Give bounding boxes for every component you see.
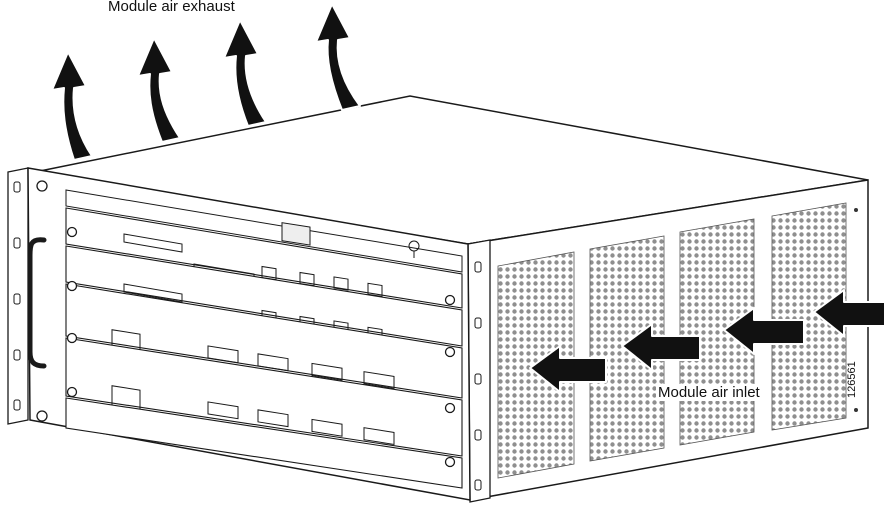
ground-symbol-icon xyxy=(408,240,420,258)
inlet-label: Module air inlet xyxy=(656,384,762,401)
inlet-arrow-icon xyxy=(813,289,885,337)
right-rack-ear xyxy=(467,239,491,503)
thumbscrew-icon xyxy=(66,386,78,398)
module-slot-4 xyxy=(65,337,463,457)
inlet-arrow-icon xyxy=(529,345,607,393)
thumbscrew-icon xyxy=(444,294,456,306)
curved-exhaust-arrow-icon xyxy=(51,51,93,161)
thumbscrew-icon xyxy=(444,456,456,468)
thumbscrew-icon xyxy=(66,226,78,238)
thumbscrew-icon xyxy=(66,280,78,292)
curved-exhaust-arrow-icon xyxy=(223,19,267,127)
left-rack-ear xyxy=(7,167,29,425)
inlet-arrow-icon xyxy=(723,307,805,355)
inlet-arrow-icon xyxy=(621,323,701,371)
curved-exhaust-arrow-icon xyxy=(137,37,181,143)
curved-exhaust-arrow-icon xyxy=(315,3,361,111)
module-slot-3 xyxy=(65,283,463,399)
figure-id: 126561 xyxy=(846,361,858,398)
chassis-handle xyxy=(27,237,47,369)
inlet-arrows xyxy=(529,289,885,393)
thumbscrew-icon xyxy=(444,402,456,414)
fan-tray xyxy=(65,189,463,273)
thumbscrew-icon xyxy=(444,346,456,358)
thumbscrew-icon xyxy=(36,410,48,422)
module-slot-1 xyxy=(65,207,463,309)
intake-grille-4 xyxy=(771,202,847,431)
thumbscrew-icon xyxy=(36,180,48,192)
exhaust-arrows xyxy=(51,3,361,161)
thumbscrews xyxy=(36,180,456,468)
bottom-filler-panel xyxy=(65,397,463,489)
fan-status-window xyxy=(281,222,311,246)
thumbscrew-icon xyxy=(66,332,78,344)
exhaust-label: Module air exhaust xyxy=(108,0,235,15)
